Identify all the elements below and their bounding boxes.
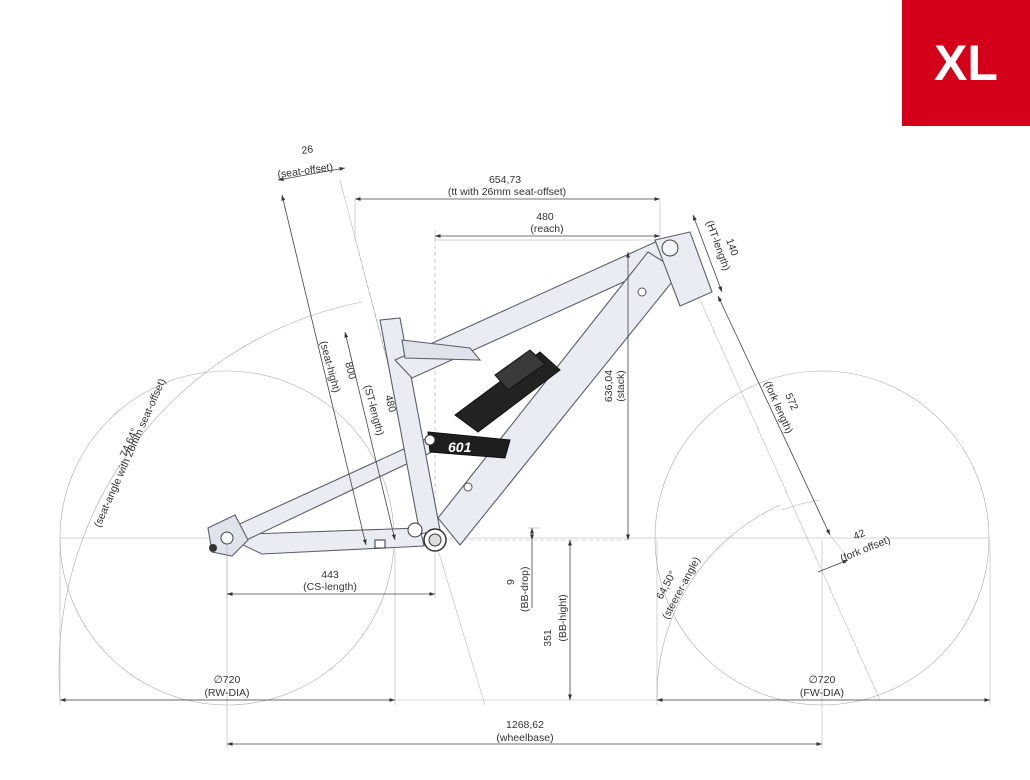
svg-text:480: 480 xyxy=(536,211,554,223)
svg-text:(CS-length): (CS-length) xyxy=(303,581,357,593)
dim-stack: 636,04 (stack) xyxy=(603,252,630,540)
svg-text:351: 351 xyxy=(542,629,554,647)
svg-text:(ST-length): (ST-length) xyxy=(361,384,386,437)
svg-text:(seat-hight): (seat-hight) xyxy=(317,340,342,394)
frame-logo: 601 xyxy=(448,439,472,455)
dim-reach: 480 (reach) xyxy=(435,211,660,238)
dim-rw-dia: ∅720 (RW-DIA) xyxy=(59,674,395,702)
svg-text:∅720: ∅720 xyxy=(214,674,241,686)
svg-text:(BB-hight): (BB-hight) xyxy=(557,594,569,641)
svg-text:(wheelbase): (wheelbase) xyxy=(496,732,553,744)
svg-text:636,04: 636,04 xyxy=(603,370,615,402)
dim-fork-length: 572 (fork length) xyxy=(717,295,831,536)
size-label: XL xyxy=(934,35,998,91)
dim-bb-hight: 351 (BB-hight) xyxy=(542,540,572,700)
dim-seat-offset: 26 (seat-offset) xyxy=(277,143,346,181)
svg-text:140: 140 xyxy=(723,237,740,258)
size-badge: XL xyxy=(902,0,1030,126)
dim-top-tube: 654,73 (tt with 26mm seat-offset) xyxy=(355,174,660,201)
dim-cs-length: 443 (CS-length) xyxy=(226,545,436,598)
svg-text:∅720: ∅720 xyxy=(809,674,836,686)
svg-text:(stack): (stack) xyxy=(615,370,627,402)
svg-text:26: 26 xyxy=(301,143,314,157)
svg-text:443: 443 xyxy=(321,569,339,581)
svg-text:(seat-angle with 26mm seat-off: (seat-angle with 26mm seat-offset) xyxy=(92,377,169,529)
svg-text:(RW-DIA): (RW-DIA) xyxy=(204,687,249,699)
svg-text:(reach): (reach) xyxy=(530,223,563,235)
bike-frame: 601 xyxy=(207,231,713,557)
svg-text:(BB-drop): (BB-drop) xyxy=(519,566,531,612)
svg-text:654,73: 654,73 xyxy=(489,174,521,186)
svg-text:(FW-DIA): (FW-DIA) xyxy=(800,687,844,699)
dim-wheelbase: 1268,62 (wheelbase) xyxy=(227,719,822,746)
dim-bb-drop: 9 (BB-drop) xyxy=(505,527,540,612)
svg-text:(tt with 26mm seat-offset): (tt with 26mm seat-offset) xyxy=(448,186,566,198)
dim-seat-angle: 74,64° (seat-angle with 26mm seat-offset… xyxy=(92,377,169,529)
dim-fw-dia: ∅720 (FW-DIA) xyxy=(657,674,990,702)
svg-text:1268,62: 1268,62 xyxy=(506,719,544,731)
svg-text:42: 42 xyxy=(852,527,867,543)
svg-text:(seat-offset): (seat-offset) xyxy=(277,161,334,181)
svg-text:9: 9 xyxy=(505,579,517,585)
dim-steerer-angle: 64,50° (steerer-angle) xyxy=(654,555,703,621)
svg-text:480: 480 xyxy=(382,394,398,414)
